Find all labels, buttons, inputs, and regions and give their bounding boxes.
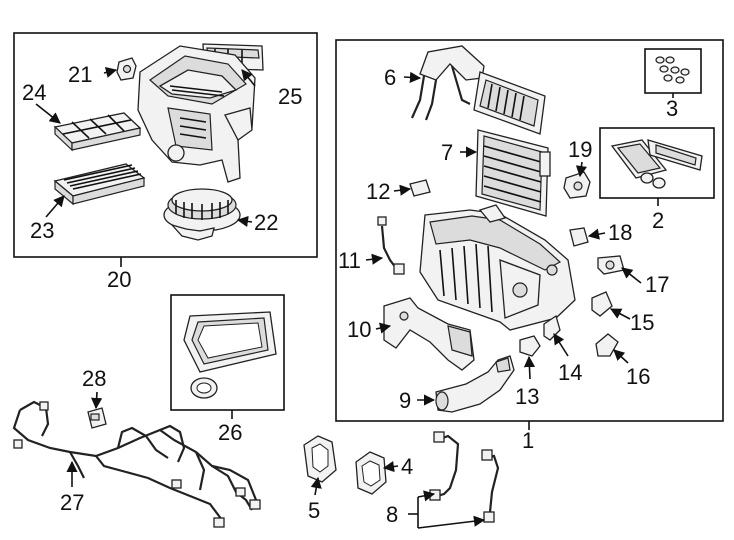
callout-labels: 1 2 3 4 5 6 7 8 9 10 11 12 13 14 15 16 1… [22,62,678,527]
callout-2: 2 [652,208,664,233]
callout-20: 20 [107,267,131,292]
callout-26: 26 [218,420,242,445]
callout-4: 4 [401,454,413,479]
callout-28: 28 [82,366,106,391]
callout-21: 21 [68,62,92,87]
callout-22: 22 [254,210,278,235]
part-7-evaporator [475,129,551,217]
part-15-actuator [591,291,613,317]
callout-19: 19 [568,137,592,162]
part-2-expansion-valve [610,139,703,189]
part-6-heater-core [410,45,546,135]
part-22-blower-motor [163,188,241,241]
callout-6: 6 [384,65,396,90]
part-27-wiring-harness [12,400,261,528]
callout-17: 17 [645,272,669,297]
part-18-actuator [569,227,589,247]
part-4-grommet [355,451,387,495]
blower-housing-assembly [137,45,256,183]
part-16-actuator [595,333,619,357]
callout-14: 14 [558,360,582,385]
part-8-tubes [429,431,500,523]
callout-11: 11 [338,248,361,273]
callout-12: 12 [366,179,390,204]
part-10-duct [383,297,475,371]
part-23-cabin-filter [53,163,146,206]
hvac-case-main [419,204,576,331]
part-13-sensor [519,335,541,357]
callout-25: 25 [278,84,302,109]
callout-7: 7 [441,140,453,165]
group-box-26 [170,294,285,411]
callout-1: 1 [522,428,534,453]
callout-18: 18 [608,220,632,245]
callout-9: 9 [399,388,411,413]
callout-24: 24 [22,80,46,105]
callout-27: 27 [60,490,84,515]
callout-5: 5 [308,498,320,523]
part-11-harness [377,216,405,275]
callout-23: 23 [30,218,54,243]
callout-15: 15 [630,310,654,335]
part-24-cabin-filter [53,112,142,152]
part-28-connector [87,407,107,429]
callout-10: 10 [347,317,371,342]
part-3-seal-kit [655,56,690,84]
leader-lines [35,67,642,529]
part-17-actuator [597,255,625,275]
callout-16: 16 [626,364,650,389]
group-box-2 [599,127,715,199]
callout-13: 13 [515,384,539,409]
part-21-sensor [116,57,137,81]
callout-3: 3 [666,96,678,121]
part-9-duct [435,355,515,413]
part-12-connector [409,179,431,197]
part-5-grommet [303,435,337,483]
group-box-20 [13,32,318,258]
part-26-seal [183,311,277,399]
callout-8: 8 [386,502,398,527]
part-19-sensor [563,171,591,199]
